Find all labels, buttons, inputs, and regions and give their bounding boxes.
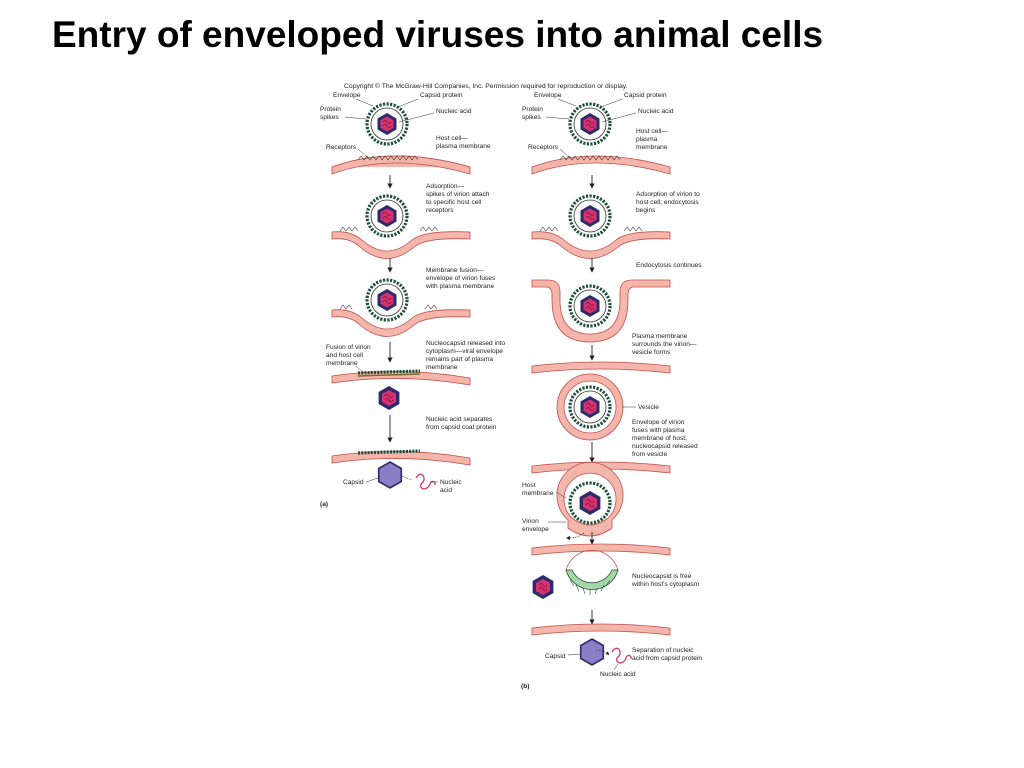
label-nucleic-a2: acid (440, 487, 452, 494)
label-surrounds-b1: Plasma membrane (632, 333, 688, 340)
label-surrounds-b3: vesicle forms (632, 349, 671, 356)
panel-b: Envelope Capsid protein Protein spikes N… (521, 92, 702, 690)
label-envelope-b: Envelope (534, 92, 562, 99)
label-free-b1: Nucleocapsid is free (632, 573, 692, 580)
copyright-notice: Copyright © The McGraw-Hill Companies, I… (344, 82, 628, 90)
label-adsorption-b1: Adsorption of virion to (636, 191, 700, 198)
label-vesicle-b: Vesicle (638, 404, 659, 411)
receptors-a (357, 155, 419, 161)
label-env-fuses-b1: Envelope of virion (632, 419, 685, 426)
virion-a2 (365, 194, 409, 238)
label-fusion-left-a1: Fusion of virion (326, 344, 371, 351)
label-separation-b1: Separation of nucleic (632, 647, 694, 654)
label-receptors-a: Receptors (326, 144, 357, 151)
host-membrane-b6 (531, 543, 671, 556)
receptors-b (559, 155, 621, 161)
host-membrane-a3 (331, 309, 471, 337)
label-capsid-a: Capsid (343, 479, 364, 486)
label-host-cell-b3: membrane (636, 144, 668, 151)
label-host-membrane-b1: Host (522, 482, 536, 489)
label-separates-a2: from capsid coat protein (426, 424, 497, 431)
panel-a: Envelope Capsid protein Protein spikes N… (320, 92, 506, 508)
label-capsid-protein-b: Capsid protein (624, 92, 667, 99)
host-membrane-b7 (531, 623, 671, 636)
label-endocytosis-b: Endocytosis continues (636, 262, 702, 269)
label-env-fuses-b3: membrane of host; (632, 435, 687, 442)
label-surrounds-b2: surrounds the virion— (632, 341, 697, 348)
host-membrane-a4 (331, 371, 471, 386)
fused-envelope-b6 (565, 569, 619, 591)
label-fusion-a3: with plasma membrane (425, 283, 494, 290)
label-env-fuses-b5: from vesicle (632, 451, 668, 458)
label-virion-env-b1: Virion (522, 518, 539, 525)
label-nucleic-bottom-b: Nucleic acid (600, 671, 636, 678)
panel-a-tag: (a) (320, 501, 328, 508)
label-protein-spikes-a2: spikes (320, 114, 339, 121)
label-protein-spikes-b2: spikes (522, 114, 541, 121)
label-fusion-left-a3: membrane (326, 360, 358, 367)
panel-b-tag: (b) (521, 683, 529, 690)
label-host-cell-b2: plasma (636, 136, 658, 143)
host-membrane-a2 (331, 231, 471, 259)
label-fusion-left-a2: and host cell (326, 352, 364, 359)
label-capsid-protein-a: Capsid protein (420, 92, 463, 99)
label-nucleic-acid-b: Nucleic acid (638, 108, 674, 115)
label-host-cell-b1: Host cell— (636, 128, 668, 135)
label-receptors-b: Receptors (528, 144, 559, 151)
label-free-b2: within host's cytoplasm (631, 581, 700, 588)
label-separates-a1: Nucleic acid separates (426, 416, 493, 423)
label-virion-env-b2: envelope (522, 526, 549, 533)
host-membrane-a5 (331, 451, 471, 466)
virion-b3 (568, 284, 612, 328)
label-protein-spikes-a: Protein (320, 106, 341, 113)
virion-b4 (568, 385, 612, 429)
label-adsorption-a4: receptors (426, 207, 454, 214)
label-released-a1: Nucleocapsid released into (426, 340, 506, 347)
virion-b2 (568, 194, 612, 238)
slide-title: Entry of enveloped viruses into animal c… (52, 14, 824, 55)
endocytosis-pit-b3 (531, 279, 671, 343)
label-adsorption-b2: host cell; endocytosis (636, 199, 699, 206)
label-nucleic-a1: Nucleic (440, 479, 462, 486)
label-adsorption-b3: begins (636, 207, 656, 214)
label-env-fuses-b2: fuses with plasma (632, 427, 685, 434)
label-protein-spikes-b: Protein (522, 106, 543, 113)
nucleic-acid-a5 (415, 473, 436, 490)
label-adsorption-a3: to specific host cell (426, 199, 482, 206)
label-env-fuses-b4: nucleocapsid released (632, 443, 698, 450)
host-membrane-b4 (531, 361, 671, 374)
nucleic-acid-b7 (611, 647, 632, 664)
label-adsorption-a1: Adsorption— (426, 183, 465, 190)
label-host-cell-a: Host cell— (436, 135, 468, 142)
nucleocapsid-a4 (378, 385, 400, 411)
nucleocapsid-b6 (532, 574, 554, 600)
label-host-cell-a2: plasma membrane (436, 143, 491, 150)
label-fusion-a2: envelope of virion fuses (426, 275, 496, 282)
capsid-a5 (377, 461, 403, 489)
label-fusion-a1: Membrane fusion— (426, 267, 484, 274)
capsid-b7 (579, 638, 605, 666)
label-envelope-a: Envelope (333, 92, 361, 99)
virion-b1 (568, 102, 612, 146)
label-released-a4: membrane (426, 364, 458, 371)
label-nucleic-acid-a: Nucleic acid (436, 108, 472, 115)
label-released-a3: remains part of plasma (426, 356, 493, 363)
virion-a3 (365, 278, 409, 322)
virion-a1 (365, 102, 409, 146)
label-adsorption-a2: spikes of virion attach (426, 191, 490, 198)
label-released-a2: cytoplasm—viral envelope (426, 348, 503, 355)
label-separation-b2: acid from capsid protein (632, 655, 702, 662)
label-host-membrane-b2: membrane (522, 490, 554, 497)
host-membrane-b2 (531, 231, 671, 259)
label-capsid-b: Capsid (545, 653, 566, 660)
